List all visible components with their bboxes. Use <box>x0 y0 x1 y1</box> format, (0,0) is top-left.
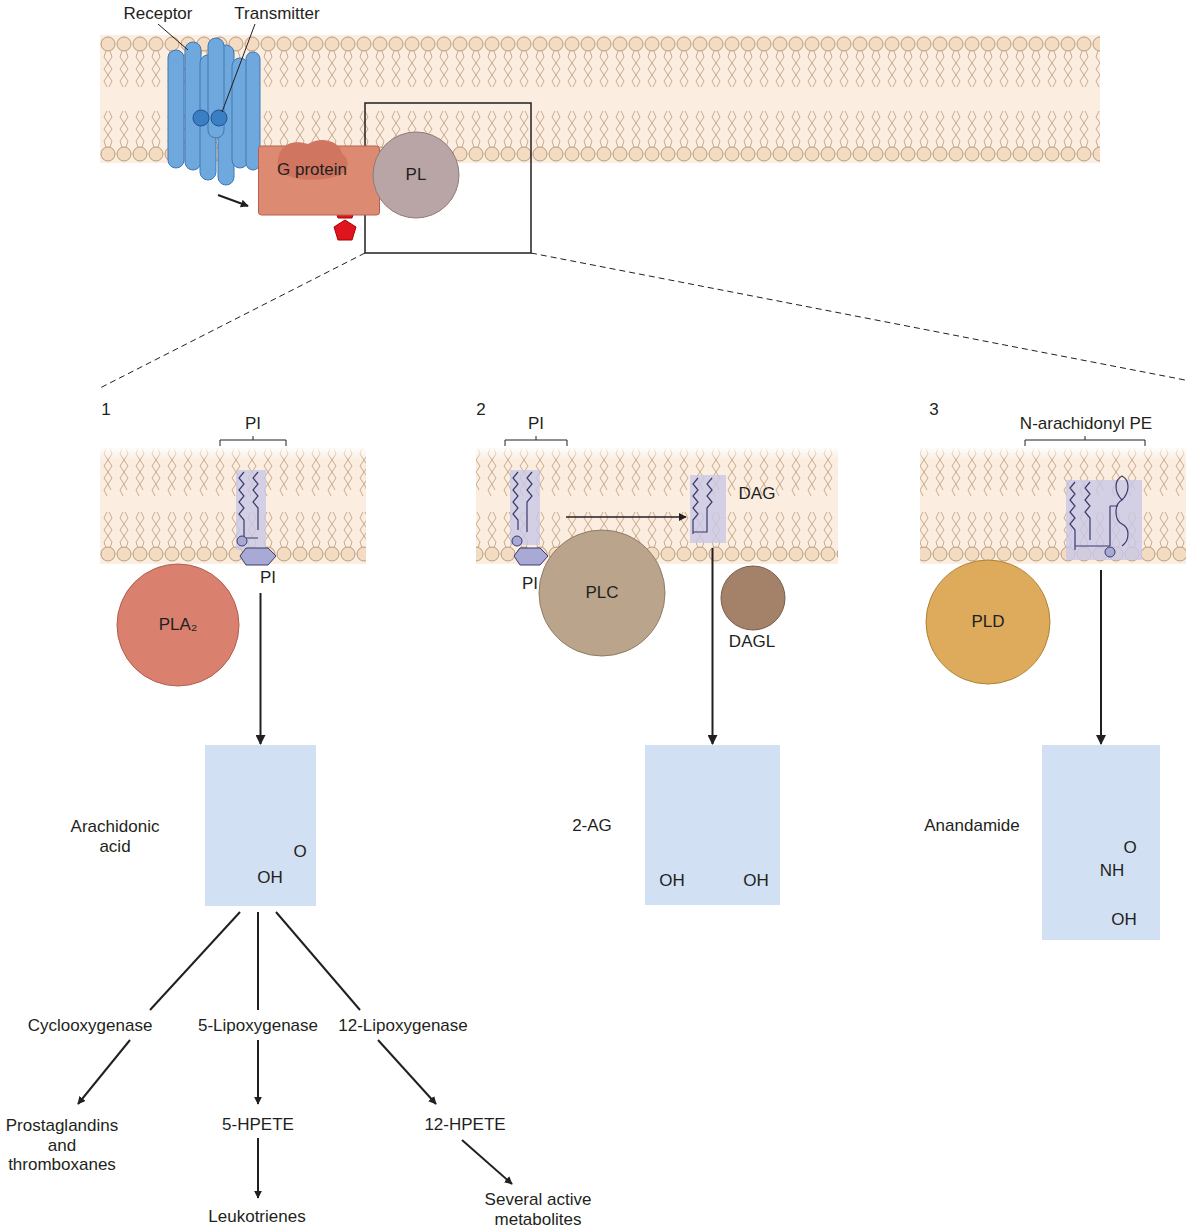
pld-enzyme: PLD <box>925 559 1051 685</box>
atom-label: O <box>293 842 306 862</box>
napE-lipid <box>1066 476 1142 560</box>
reaction-arrow <box>712 548 714 744</box>
metabolite-box: 2-AGOHOH <box>645 745 780 905</box>
pi-lipid <box>510 470 548 565</box>
metabolite-box: AnandamideONHOH <box>1042 745 1160 940</box>
dag-lipid <box>690 475 726 543</box>
text-label: Leukotrienes <box>208 1207 305 1227</box>
transmitter <box>193 110 227 126</box>
node-outline <box>1042 745 1160 940</box>
atom-label: OH <box>659 871 685 891</box>
text-label: N-arachidonyl PE <box>1020 414 1152 434</box>
receptor <box>168 38 260 185</box>
atom-label: OH <box>743 871 769 891</box>
node-label: PLC <box>585 583 618 603</box>
node-label: 2-AG <box>572 816 612 836</box>
plc-enzyme: PLC <box>538 529 666 657</box>
text-label: 12-Lipoxygenase <box>338 1016 467 1036</box>
text-label: DAG <box>739 484 776 504</box>
pi-lipid <box>236 470 276 565</box>
node-label: DAGL <box>729 632 775 652</box>
node-label: PLD <box>971 612 1004 632</box>
text-label: Several active metabolites <box>463 1190 613 1228</box>
text-label: Transmitter <box>234 4 319 24</box>
callout-number: 1 <box>101 400 110 420</box>
node-label: PL <box>406 165 427 185</box>
phospholipase: PL <box>372 130 460 220</box>
reaction-arrow <box>260 593 262 744</box>
atom-label: NH <box>1100 861 1125 881</box>
text-label: 5-Lipoxygenase <box>198 1016 318 1036</box>
node-label: Arachidonic acid <box>70 817 160 856</box>
text-label: 5-HPETE <box>222 1115 294 1135</box>
callout-number: 2 <box>476 400 485 420</box>
atom-label: OH <box>257 868 283 888</box>
node-label: Anandamide <box>924 816 1019 836</box>
node-label: G protein <box>277 160 347 180</box>
node-label: PLA₂ <box>159 615 198 635</box>
g-protein: G protein <box>258 138 380 216</box>
text-label: PI <box>528 414 544 434</box>
text-label: PI <box>245 414 261 434</box>
reaction-arrow <box>1100 570 1102 744</box>
text-label: PI <box>522 574 538 594</box>
node-outline <box>720 565 786 631</box>
atom-label: OH <box>1111 910 1137 930</box>
metabolite-box: Arachidonic acidOOH <box>205 745 316 906</box>
text-label: PI <box>260 568 276 588</box>
callout-number: 3 <box>929 400 938 420</box>
pla2-enzyme: PLA₂ <box>116 563 240 687</box>
text-label: Receptor <box>124 4 193 24</box>
text-label: 12-HPETE <box>424 1115 505 1135</box>
dagl-enzyme: DAGL <box>720 565 786 631</box>
text-label: Cyclooxygenase <box>28 1016 153 1036</box>
text-label: Prostaglandins and thromboxanes <box>0 1116 132 1175</box>
atom-label: O <box>1123 838 1136 858</box>
